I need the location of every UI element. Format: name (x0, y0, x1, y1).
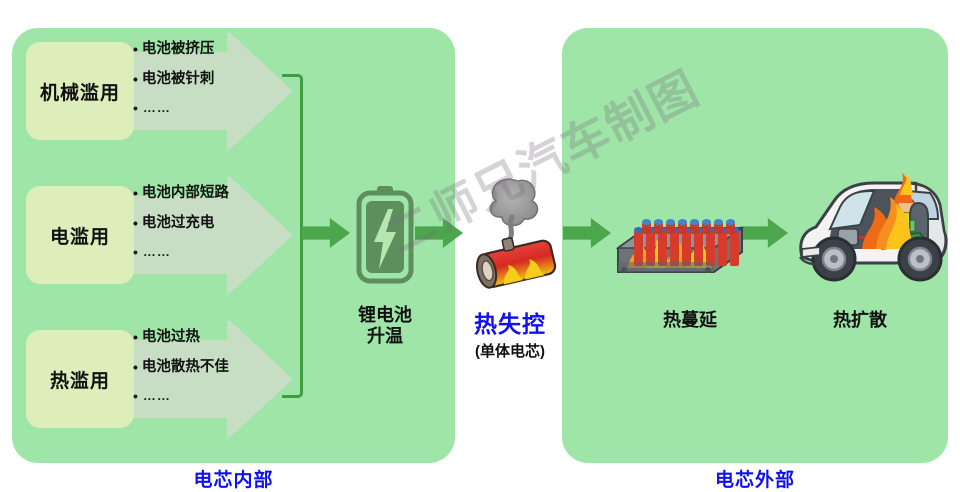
bullet-list-mechanical: • 电池被挤压 • 电池被针刺 • …… (133, 42, 278, 130)
abuse-box-mechanical-label: 机械滥用 (39, 82, 120, 104)
bullet-dot-icon: • (133, 358, 138, 375)
stage-label-propagation: 热蔓延 (663, 310, 717, 330)
bullet-text: 电池散热不佳 (141, 358, 229, 375)
stage-label-heating-line2: 升温 (367, 326, 403, 347)
abuse-box-electrical-label: 电滥用 (49, 226, 110, 248)
bullet-dot-icon: • (133, 329, 138, 345)
list-item: • 电池内部短路 (133, 186, 278, 201)
bullet-list-electrical: • 电池内部短路 • 电池过充电 • …… (133, 186, 278, 274)
list-item: • 电池过充电 (133, 214, 278, 231)
stage-label-heating-line1: 锂电池 (358, 305, 412, 325)
stage-label-heating: 锂电池 升温 (330, 305, 440, 347)
bullet-text: 电池被挤压 (141, 41, 215, 57)
bullet-dot-icon: • (133, 100, 139, 116)
bullet-list-thermal: • 电池过热 • 电池散热不佳 • …… (133, 330, 278, 418)
battery-icon (355, 185, 415, 285)
bullet-text: …… (142, 244, 171, 259)
bullet-dot-icon: • (133, 214, 138, 231)
list-item: • …… (133, 389, 278, 403)
bullet-text: 电池过充电 (141, 214, 215, 231)
bullet-dot-icon: • (133, 41, 138, 57)
list-item: • 电池过热 (133, 330, 278, 345)
bullet-text: …… (142, 388, 171, 403)
burning-car-icon (790, 145, 955, 295)
bullet-dot-icon: • (133, 244, 139, 260)
list-item: • …… (133, 101, 278, 115)
battery-pack-fire-icon (612, 190, 747, 280)
list-item: • 电池被针刺 (133, 70, 278, 87)
stage-label-runaway: 热失控 (单体电芯) (455, 305, 565, 361)
panel-caption-cell-external: 电芯外部 (714, 470, 795, 491)
bullet-text: 电池过热 (141, 329, 200, 345)
abuse-box-mechanical[interactable]: 机械滥用 (26, 42, 134, 140)
abuse-box-electrical[interactable]: 电滥用 (26, 186, 134, 284)
list-item: • 电池被挤压 (133, 42, 278, 57)
abuse-box-thermal[interactable]: 热滥用 (26, 330, 134, 428)
collector-bracket (282, 74, 303, 398)
abuse-box-thermal-label: 热滥用 (49, 370, 110, 392)
bullet-dot-icon: • (133, 185, 138, 201)
bullet-text: 电池被针刺 (141, 70, 215, 87)
bullet-dot-icon: • (133, 388, 139, 404)
list-item: • …… (133, 245, 278, 259)
bullet-dot-icon: • (133, 70, 138, 87)
stage-label-diffusion: 热扩散 (833, 310, 887, 330)
panel-caption-cell-internal: 电芯内部 (193, 470, 274, 491)
stage-label-runaway-main: 热失控 (474, 311, 546, 337)
burning-cell-icon (462, 165, 572, 290)
bullet-text: 电池内部短路 (141, 185, 229, 201)
list-item: • 电池散热不佳 (133, 358, 278, 375)
bullet-text: …… (142, 100, 171, 115)
stage-label-runaway-sub: (单体电芯) (475, 343, 545, 360)
